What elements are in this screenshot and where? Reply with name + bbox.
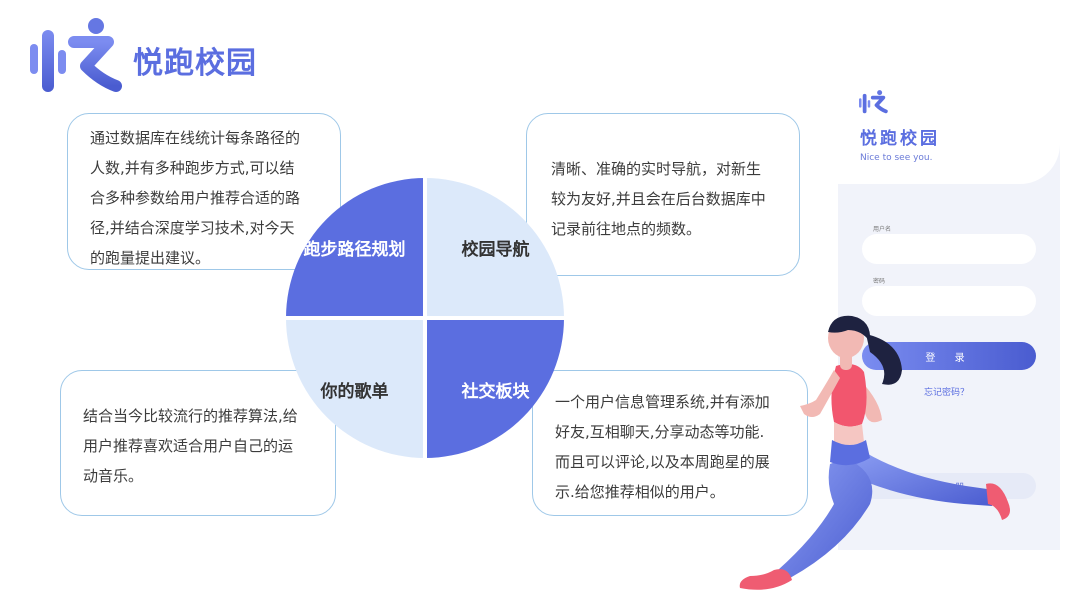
- quadrant-playlist: 你的歌单: [286, 320, 423, 458]
- yuepao-logo-icon: [859, 88, 889, 116]
- brand-name: 悦跑校园: [133, 38, 257, 82]
- yuepao-logo-icon: [30, 16, 126, 96]
- quadrant-social: 社交板块: [427, 320, 564, 458]
- card-line: 动音乐。: [83, 461, 323, 491]
- card-line: 清晰、准确的实时导航，对新生: [551, 154, 787, 184]
- card-line: 记录前往地点的频数。: [551, 214, 787, 244]
- password-label: 密码: [873, 276, 885, 285]
- app-name: 悦跑校园: [860, 124, 940, 149]
- login-header: 悦跑校园 Nice to see you.: [838, 80, 1060, 184]
- quadrant-route-planning: 跑步路径规划: [286, 178, 423, 316]
- username-input[interactable]: [862, 234, 1036, 264]
- username-label: 用户名: [873, 224, 891, 233]
- quadrant-campus-navigation: 校园导航: [427, 178, 564, 316]
- runner-illustration: [730, 308, 1020, 604]
- tagline: Nice to see you.: [860, 153, 933, 163]
- card-line: 通过数据库在线统计每条路径的: [90, 123, 326, 153]
- card-campus-navigation: 清晰、准确的实时导航，对新生 较为友好,并且会在后台数据库中 记录前往地点的频数…: [526, 113, 800, 276]
- card-line: 较为友好,并且会在后台数据库中: [551, 184, 787, 214]
- feature-quadrants: 跑步路径规划 校园导航 你的歌单 社交板块: [286, 178, 564, 458]
